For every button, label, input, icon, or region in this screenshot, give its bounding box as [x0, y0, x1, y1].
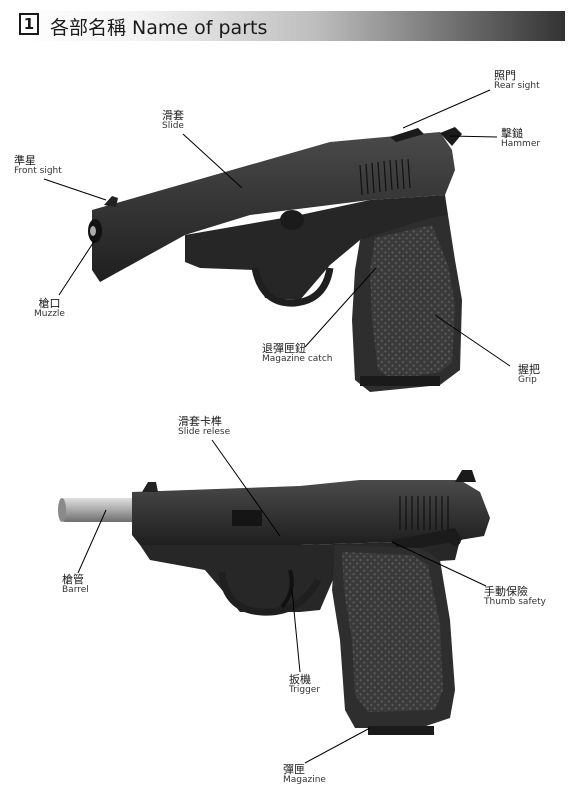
magazine-catch-en: Magazine catch	[262, 354, 333, 365]
label-trigger: 扳機 Trigger	[289, 673, 321, 696]
label-grip: 握把 Grip	[518, 363, 540, 386]
grip-en: Grip	[518, 375, 537, 386]
top-pistol	[88, 127, 462, 392]
magazine-zh: 彈匣	[283, 763, 305, 776]
section-header-bar	[14, 11, 565, 41]
label-magazine-catch: 退彈匣鈕 Magazine catch	[262, 342, 333, 365]
section-title: 各部名稱 Name of parts	[50, 17, 268, 39]
slide-release-zh: 滑套卡榫	[178, 415, 222, 428]
label-rear-sight: 照門 Rear sight	[494, 69, 540, 92]
bottom-barrel-shape	[60, 498, 140, 522]
trigger-zh: 扳機	[289, 673, 311, 686]
grip-zh: 握把	[518, 363, 540, 376]
muzzle-zh: 槍口	[38, 297, 61, 310]
thumb-safety-en: Thumb safety	[484, 597, 547, 608]
barrel-zh: 槍管	[62, 573, 84, 586]
bottom-pistol	[58, 470, 490, 735]
hammer-en: Hammer	[501, 139, 541, 150]
top-frame-shape	[185, 195, 448, 300]
magazine-catch-zh: 退彈匣鈕	[262, 342, 306, 355]
top-slide-shape	[92, 132, 455, 282]
rear-sight-en: Rear sight	[494, 81, 540, 92]
slide-zh: 滑套	[162, 109, 184, 122]
thumb-safety-zh: 手動保險	[484, 585, 528, 598]
slide-en: Slide	[162, 121, 184, 132]
trigger-en: Trigger	[289, 685, 321, 696]
magazine-en: Magazine	[283, 775, 326, 786]
front-sight-zh: 準星	[14, 154, 36, 167]
label-thumb-safety: 手動保險 Thumb safety	[484, 585, 547, 608]
label-magazine: 彈匣 Magazine	[283, 763, 326, 786]
slide-release-en: Slide relese	[178, 427, 231, 438]
label-muzzle: 槍口 Muzzle	[34, 297, 65, 320]
muzzle-en: Muzzle	[34, 309, 65, 320]
label-barrel: 槍管 Barrel	[62, 573, 89, 596]
barrel-en: Barrel	[62, 585, 89, 596]
hammer-zh: 擊鎚	[501, 127, 523, 140]
rear-sight-zh: 照門	[494, 69, 516, 82]
label-slide: 滑套 Slide	[162, 109, 184, 132]
leader-lines	[43, 89, 511, 764]
section-number: 1	[19, 13, 39, 35]
label-front-sight: 準星 Front sight	[14, 154, 62, 177]
label-hammer: 擊鎚 Hammer	[501, 127, 541, 150]
label-slide-release: 滑套卡榫 Slide relese	[178, 415, 231, 438]
front-sight-en: Front sight	[14, 166, 62, 177]
